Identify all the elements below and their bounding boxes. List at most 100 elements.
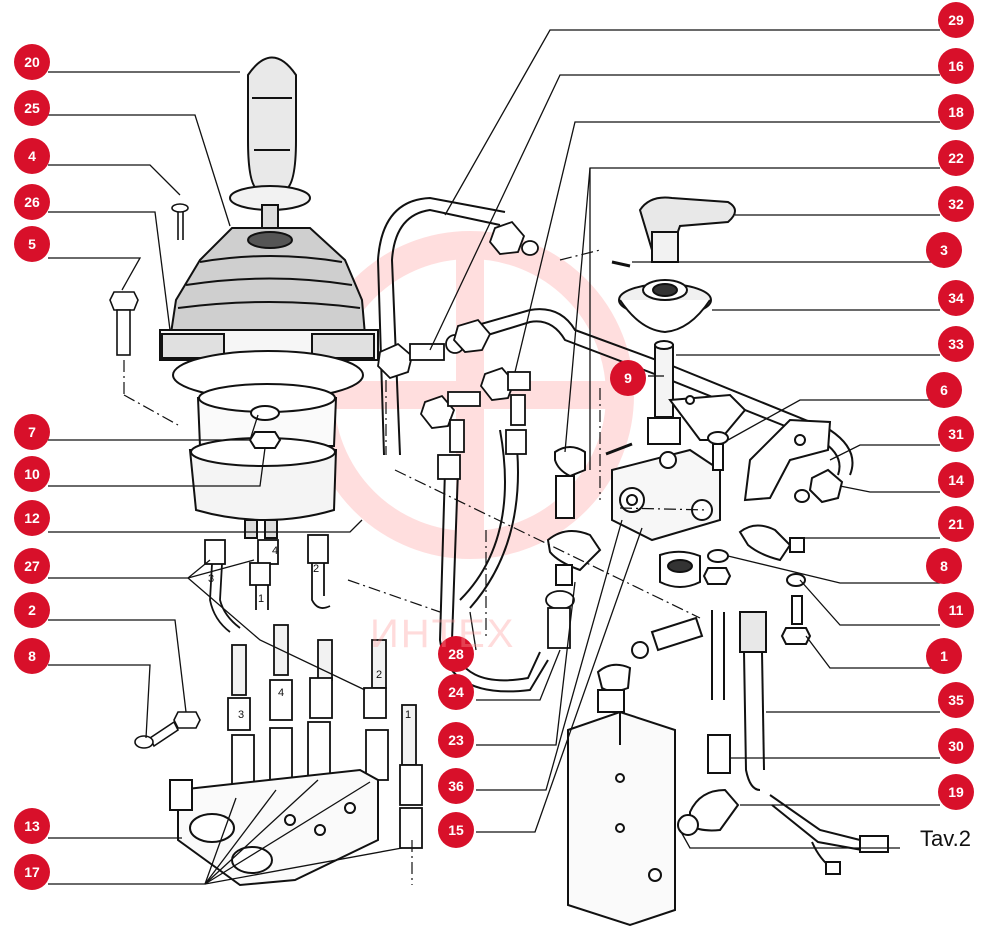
- svg-text:26: 26: [24, 194, 40, 210]
- svg-text:11: 11: [949, 602, 964, 618]
- svg-text:22: 22: [948, 150, 964, 166]
- joystick-assembly: [159, 56, 379, 539]
- base-plate: [169, 768, 379, 887]
- svg-text:16: 16: [948, 58, 964, 74]
- callout-8-right: 8: [926, 548, 962, 584]
- callout-10: 10: [14, 456, 50, 492]
- callout-11: 11: [938, 592, 974, 628]
- callout-31: 31: [938, 416, 974, 452]
- tube-label: 4: [278, 687, 284, 699]
- table-label: Tav.2: [920, 826, 971, 851]
- svg-text:13: 13: [24, 818, 40, 834]
- svg-text:12: 12: [24, 510, 40, 526]
- tube-label: 1: [405, 709, 411, 721]
- callout-7: 7: [14, 414, 50, 450]
- svg-text:21: 21: [948, 516, 964, 532]
- svg-text:28: 28: [448, 646, 464, 662]
- callout-20: 20: [14, 44, 50, 80]
- svg-text:9: 9: [624, 370, 632, 386]
- svg-text:30: 30: [948, 738, 964, 754]
- solenoid-block: [567, 710, 676, 927]
- tube-label: 2: [313, 563, 319, 575]
- svg-text:7: 7: [28, 424, 36, 440]
- watermark-text: ИНТЕХ: [370, 612, 516, 656]
- tube-label: 4: [272, 545, 278, 557]
- svg-text:15: 15: [448, 822, 464, 838]
- svg-text:23: 23: [448, 732, 464, 748]
- tube-label: 1: [258, 593, 264, 605]
- callout-6: 6: [926, 372, 962, 408]
- svg-text:24: 24: [448, 684, 464, 700]
- lower-right-components: [567, 610, 889, 927]
- svg-text:14: 14: [948, 472, 964, 488]
- callout-15: 15: [438, 812, 474, 848]
- callout-34: 34: [938, 280, 974, 316]
- callout-24: 24: [438, 674, 474, 710]
- valve-assembly-right: [546, 196, 844, 645]
- callout-29: 29: [938, 2, 974, 38]
- callout-14: 14: [938, 462, 974, 498]
- callout-16: 16: [938, 48, 974, 84]
- tube-label: 3: [238, 709, 244, 721]
- svg-text:17: 17: [24, 864, 40, 880]
- callout-32: 32: [938, 186, 974, 222]
- joystick-grip: [247, 56, 297, 191]
- tube-label: 3: [208, 573, 214, 585]
- svg-text:3: 3: [940, 242, 948, 258]
- svg-text:33: 33: [948, 336, 964, 352]
- svg-text:25: 25: [24, 100, 40, 116]
- callout-27: 27: [14, 548, 50, 584]
- callout-25: 25: [14, 90, 50, 126]
- callout-19: 19: [938, 774, 974, 810]
- svg-text:8: 8: [940, 558, 948, 574]
- svg-text:32: 32: [948, 196, 964, 212]
- svg-text:4: 4: [28, 148, 36, 164]
- callout-12: 12: [14, 500, 50, 536]
- callout-28: 28: [438, 636, 474, 672]
- svg-text:31: 31: [948, 426, 964, 442]
- leader-lines: [48, 29, 940, 885]
- svg-text:34: 34: [948, 290, 964, 306]
- callout-13: 13: [14, 808, 50, 844]
- center-fittings: [377, 220, 575, 649]
- callout-36: 36: [438, 768, 474, 804]
- callout-26: 26: [14, 184, 50, 220]
- callout-35: 35: [938, 682, 974, 718]
- svg-text:1: 1: [940, 648, 948, 664]
- svg-text:20: 20: [24, 54, 40, 70]
- callout-4: 4: [14, 138, 50, 174]
- callout-3: 3: [926, 232, 962, 268]
- tube-label: 2: [376, 669, 382, 681]
- callout-30: 30: [938, 728, 974, 764]
- callout-2: 2: [14, 592, 50, 628]
- bolt-5: [109, 291, 139, 356]
- svg-text:35: 35: [948, 692, 964, 708]
- callout-33: 33: [938, 326, 974, 362]
- screw-4: [171, 203, 189, 240]
- callout-21: 21: [938, 506, 974, 542]
- svg-text:6: 6: [940, 382, 948, 398]
- assembly-axis-lines: [123, 249, 709, 885]
- svg-text:10: 10: [24, 466, 40, 482]
- callout-9: 9: [610, 360, 646, 396]
- svg-text:19: 19: [948, 784, 964, 800]
- bolt-2: [134, 711, 201, 749]
- svg-text:2: 2: [28, 602, 36, 618]
- callout-5: 5: [14, 226, 50, 262]
- svg-text:18: 18: [948, 104, 964, 120]
- callout-18: 18: [938, 94, 974, 130]
- svg-text:5: 5: [28, 236, 36, 252]
- svg-text:8: 8: [28, 648, 36, 664]
- callout-8-left: 8: [14, 638, 50, 674]
- callout-17: 17: [14, 854, 50, 890]
- svg-text:36: 36: [448, 778, 464, 794]
- tube-number-labels: 3 4 2 1 3 4 2 1: [208, 545, 411, 721]
- callout-23: 23: [438, 722, 474, 758]
- svg-text:29: 29: [948, 12, 964, 28]
- callout-markers: 20 25 4 26 5 7 10 12 27 2 8 13 17 29 16 …: [14, 2, 974, 890]
- callout-1: 1: [926, 638, 962, 674]
- svg-text:27: 27: [24, 558, 40, 574]
- callout-22: 22: [938, 140, 974, 176]
